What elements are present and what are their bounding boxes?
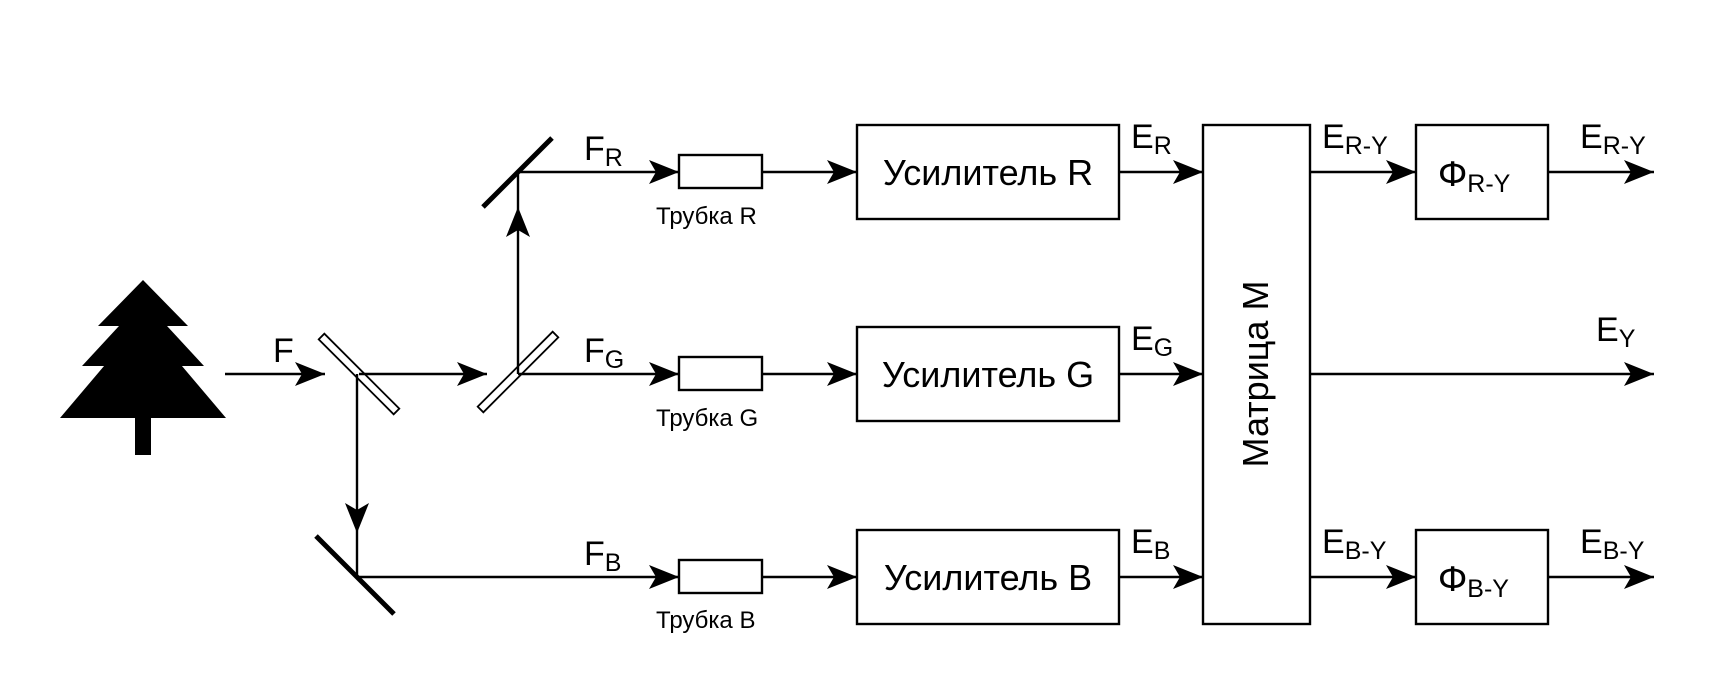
- tube-g-label: Трубка G: [656, 405, 758, 432]
- label-er: ER: [1131, 118, 1172, 160]
- label-eby-out: EB-Y: [1580, 523, 1645, 565]
- matrix-m: [1201, 123, 1312, 626]
- tree-icon: [60, 280, 226, 455]
- label-fg: FG: [584, 332, 624, 374]
- label-ey: EY: [1596, 311, 1636, 353]
- label-eg: EG: [1131, 320, 1173, 362]
- label-fr: FR: [584, 130, 623, 172]
- label-f: F: [273, 332, 294, 370]
- tube-b-label: Трубка B: [656, 607, 755, 634]
- tube-r: [677, 153, 764, 190]
- amplifier-r-label: Усилитель R: [883, 152, 1093, 193]
- amplifier-r: [855, 123, 1121, 221]
- label-ery-out: ER-Y: [1580, 118, 1646, 160]
- label-fb: FB: [584, 535, 621, 577]
- tube-b: [677, 558, 764, 595]
- amplifier-g-label: Усилитель G: [882, 354, 1094, 395]
- phase-block-ry-label: ФR-Y: [1438, 155, 1511, 198]
- tube-g: [677, 355, 764, 392]
- phase-block-by-label: ФB-Y: [1438, 560, 1509, 603]
- matrix-m-label: Матрица M: [1235, 281, 1276, 468]
- label-eby-in: EB-Y: [1322, 523, 1387, 565]
- phase-block-ry: [1414, 123, 1550, 221]
- mirror-r: [481, 136, 554, 209]
- amplifier-b-label: Усилитель B: [884, 557, 1092, 598]
- amplifier-b: [855, 528, 1121, 626]
- tube-r-label: Трубка R: [656, 203, 757, 230]
- amplifier-g: [855, 325, 1121, 423]
- phase-block-by: [1414, 528, 1550, 626]
- label-eb: EB: [1131, 523, 1170, 565]
- label-ery-in: ER-Y: [1322, 118, 1388, 160]
- mirror-b: [314, 534, 396, 616]
